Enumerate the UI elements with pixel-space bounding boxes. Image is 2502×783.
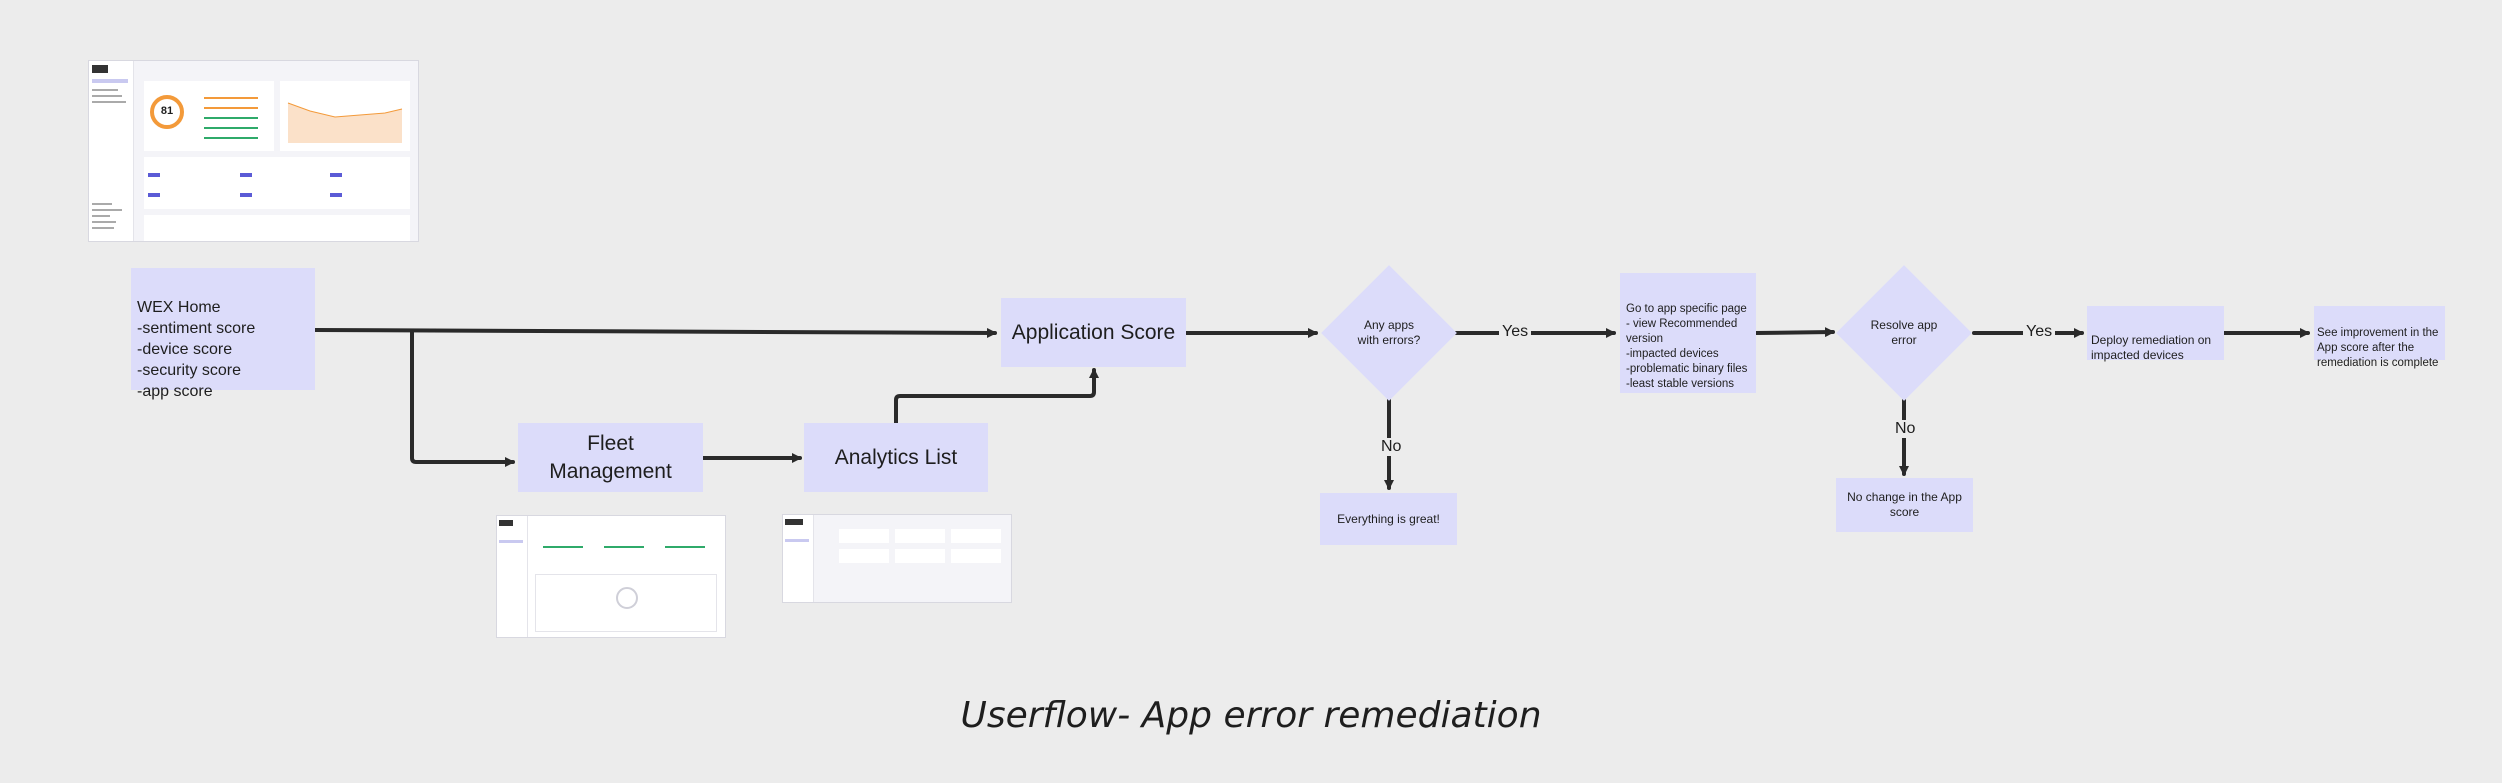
- node-fleet-management: Fleet Management: [518, 423, 703, 492]
- node-everything-great: Everything is great!: [1320, 493, 1457, 545]
- edge-label-no: No: [1378, 438, 1405, 456]
- node-go-to-app-page-text: Go to app specific page - view Recommend…: [1626, 303, 1748, 390]
- node-see-improvement-text: See improvement in the App score after t…: [2317, 327, 2439, 369]
- edge-label-no: No: [1892, 420, 1919, 438]
- node-everything-great-text: Everything is great!: [1337, 512, 1440, 526]
- thumb-card-gauge: 81: [144, 81, 274, 151]
- node-application-score: Application Score: [1001, 298, 1186, 367]
- thumb-card-bottom: [144, 215, 410, 241]
- thumb-card-recommendations: [144, 157, 410, 209]
- node-go-to-app-page: Go to app specific page - view Recommend…: [1620, 273, 1756, 393]
- thumbnail-wex-home-dashboard: 81: [88, 60, 419, 242]
- thumbnail-fleet-management: [496, 515, 726, 638]
- thumb-fleet-sidebar: [497, 516, 528, 637]
- edge-apppage-to-resolve: [1754, 327, 1835, 338]
- edge-label-yes: Yes: [2023, 323, 2056, 341]
- edge-analytics-to-appscore: [894, 368, 1099, 425]
- node-no-change-text: No change in the App score: [1847, 490, 1962, 519]
- thumb-sidebar: [89, 61, 134, 241]
- node-see-improvement: See improvement in the App score after t…: [2314, 306, 2445, 369]
- decision-any-apps-errors-label: Any apps with errors?: [1357, 318, 1421, 347]
- diagram-caption: Userflow- App error remediation: [960, 695, 1542, 736]
- node-no-change: No change in the App score: [1836, 478, 1973, 532]
- node-analytics-list-text: Analytics List: [834, 445, 958, 469]
- node-application-score-text: Application Score: [1011, 320, 1176, 344]
- thumb-fleet-ring: [616, 587, 638, 609]
- node-analytics-list: Analytics List: [804, 423, 988, 492]
- node-deploy-remediation-text: Deploy remediation on impacted devices: [2091, 333, 2212, 362]
- thumbnail-analytics-list: [782, 514, 1012, 603]
- node-deploy-remediation: Deploy remediation on impacted devices: [2087, 306, 2224, 362]
- node-fleet-management-text: Fleet Management: [549, 431, 672, 483]
- thumb-analytics-sidebar: [783, 515, 814, 602]
- node-wex-home: WEX Home -sentiment score -device score …: [131, 268, 315, 400]
- thumb-card-chart: [280, 81, 410, 151]
- edge-home-to-fleet: [410, 329, 515, 467]
- node-wex-home-text: WEX Home -sentiment score -device score …: [137, 299, 256, 400]
- thumb-area-chart: [287, 102, 403, 143]
- decision-resolve-app-error-label: Resolve app error: [1870, 318, 1938, 347]
- edge-label-yes: Yes: [1499, 323, 1532, 341]
- edge-home-to-appscore: [313, 327, 997, 338]
- thumb-gauge-value: 81: [160, 105, 174, 117]
- thumb-gauge-ring: [150, 95, 184, 129]
